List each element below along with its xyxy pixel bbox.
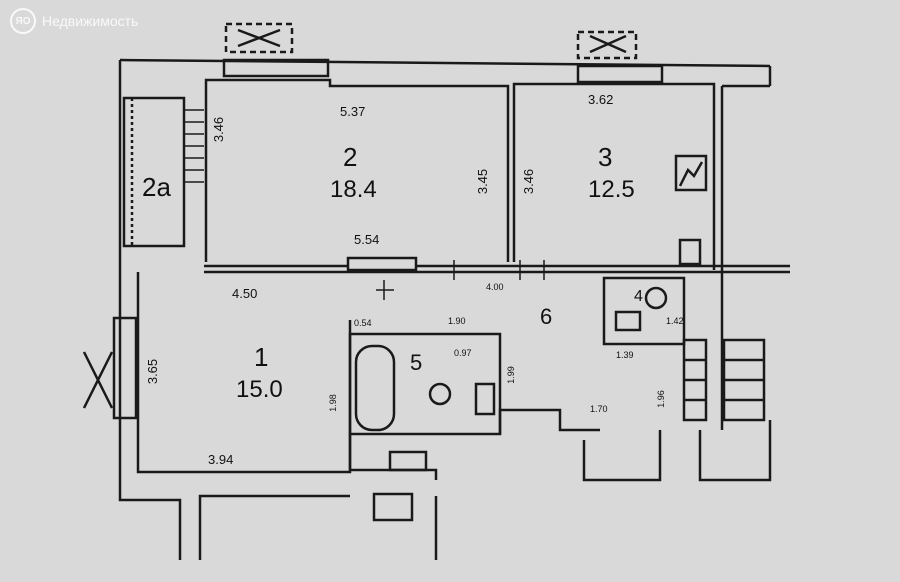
dim-054: 0.54 <box>354 318 372 328</box>
dim-room1-height: 3.65 <box>145 358 161 385</box>
room-5-label: 5 <box>410 350 423 375</box>
dim-corridor: 4.00 <box>486 282 504 292</box>
dim-room2-width: 5.37 <box>340 104 366 119</box>
dim-room2a-height: 3.46 <box>211 116 227 143</box>
balcony-2a <box>122 96 186 248</box>
dim-142: 1.42 <box>666 316 684 326</box>
dim-196: 1.96 <box>655 390 666 408</box>
room-4-label: 4 <box>634 288 643 305</box>
room-2-area: 18.4 <box>330 176 377 203</box>
room-1-area: 15.0 <box>236 376 283 403</box>
brand-logo: ЯО <box>10 8 36 34</box>
room-3-outline <box>512 82 716 270</box>
outer-wall <box>118 60 182 560</box>
dim-room3-height: 3.46 <box>521 168 537 195</box>
radiator-3 <box>674 154 708 192</box>
dim-room2-height: 3.45 <box>475 168 491 195</box>
brand-name: Недвижимость <box>42 13 139 29</box>
room-3-number: 3 <box>598 142 613 172</box>
watermark: ЯО Недвижимость <box>10 8 138 34</box>
room-6-label: 6 <box>540 304 553 329</box>
dim-097: 0.97 <box>454 348 472 358</box>
bathroom-5 <box>348 332 502 436</box>
room-3-area: 12.5 <box>588 176 635 203</box>
dim-139: 1.39 <box>616 350 634 360</box>
room-2-number: 2 <box>343 142 358 172</box>
room-1-number: 1 <box>254 342 269 372</box>
wc-4 <box>602 276 686 346</box>
room-2-outline <box>204 78 510 262</box>
dim-170: 1.70 <box>590 404 608 414</box>
dim-room3-width: 3.62 <box>588 92 614 107</box>
dim-198: 1.98 <box>327 394 338 412</box>
dim-199: 1.99 <box>505 366 516 384</box>
dim-room1-width: 4.50 <box>232 286 258 301</box>
dim-room1-width-bottom: 3.94 <box>208 452 234 467</box>
dim-190: 1.90 <box>448 316 466 326</box>
room-2a-label: 2а <box>142 172 171 202</box>
dim-room2-width-bottom: 5.54 <box>354 232 380 247</box>
